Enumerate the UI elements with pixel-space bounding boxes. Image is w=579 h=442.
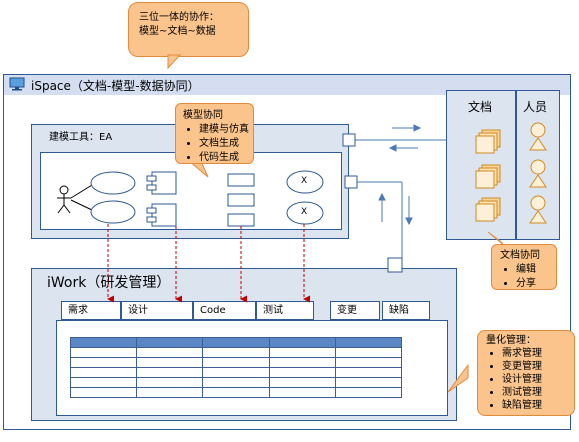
model-collab-title: 模型协同 xyxy=(183,110,223,121)
collaboration-line-1: 三位一体的协作： xyxy=(139,12,219,23)
class-box xyxy=(227,173,255,187)
model-collab-item: 文档生成 xyxy=(199,137,253,151)
x-label-top: X xyxy=(301,176,308,186)
people-header: 人员 xyxy=(523,100,548,114)
table-row xyxy=(69,387,403,398)
collaboration-line-2: 模型~文档~数据 xyxy=(139,26,216,37)
quant-mgmt-item: 设计管理 xyxy=(502,373,574,386)
model-collab-item: 代码生成 xyxy=(199,151,253,165)
tab-requirements[interactable]: 需求 xyxy=(61,301,121,320)
quant-mgmt-item: 需求管理 xyxy=(502,347,574,360)
sync-arrow-left xyxy=(388,144,418,152)
quant-mgmt-title: 量化管理： xyxy=(486,335,536,346)
state-ellipse xyxy=(286,201,324,225)
component-icon xyxy=(146,171,177,195)
callout-tail xyxy=(167,54,182,70)
connector-node xyxy=(342,133,356,147)
quant-mgmt-item: 缺陷管理 xyxy=(502,399,574,412)
class-box xyxy=(227,193,255,207)
x-label-bottom: X xyxy=(301,207,308,217)
data-table xyxy=(69,337,403,398)
actor-icon xyxy=(57,185,71,214)
connector-node xyxy=(344,175,358,189)
tab-code[interactable]: Code xyxy=(193,301,256,320)
callout-tail xyxy=(487,231,506,247)
collaboration-callout: 三位一体的协作： 模型~文档~数据 xyxy=(128,2,249,57)
doc-collab-callout: 文档协同 编辑 分享 xyxy=(491,244,557,290)
actor-link xyxy=(70,184,93,199)
quant-mgmt-item: 变更管理 xyxy=(502,360,574,373)
doc-collab-item: 编辑 xyxy=(516,263,556,277)
document-stack-icon xyxy=(475,197,501,222)
model-collab-list: 建模与仿真 文档生成 代码生成 xyxy=(183,123,253,165)
person-icon xyxy=(529,159,547,188)
table-header-row xyxy=(69,337,403,348)
tab-design[interactable]: 设计 xyxy=(121,301,193,320)
sync-arrow-right xyxy=(392,124,422,132)
monitor-icon xyxy=(9,77,25,91)
use-case-ellipse xyxy=(90,200,136,224)
quant-mgmt-list: 需求管理 变更管理 设计管理 测试管理 缺陷管理 xyxy=(486,347,574,412)
docs-header: 文档 xyxy=(468,100,493,114)
person-icon xyxy=(529,122,547,151)
ispace-title-bar xyxy=(4,75,570,95)
callout-tail xyxy=(447,363,469,393)
sync-arrow-down xyxy=(405,196,413,226)
connector-node xyxy=(387,257,403,273)
tab-defects[interactable]: 缺陷 xyxy=(382,301,430,320)
class-box xyxy=(227,213,255,227)
ispace-title: iSpace（文档-模型-数据协同） xyxy=(31,79,200,93)
doc-collab-title: 文档协同 xyxy=(500,250,540,261)
model-collab-item: 建模与仿真 xyxy=(199,123,253,137)
document-stack-icon xyxy=(475,129,501,154)
quant-mgmt-callout: 量化管理： 需求管理 变更管理 设计管理 测试管理 缺陷管理 xyxy=(477,330,575,416)
modeling-tool-title: 建模工具：EA xyxy=(49,132,113,143)
model-collab-callout: 模型协同 建模与仿真 文档生成 代码生成 xyxy=(175,103,254,164)
doc-collab-item: 分享 xyxy=(516,277,556,291)
actor-link xyxy=(70,199,93,211)
tab-change[interactable]: 变更 xyxy=(330,301,380,320)
component-icon xyxy=(146,203,177,227)
doc-collab-list: 编辑 分享 xyxy=(500,263,556,291)
sync-arrow-up xyxy=(378,192,386,222)
state-ellipse xyxy=(286,170,324,194)
tab-testing[interactable]: 测试 xyxy=(256,301,314,320)
person-icon xyxy=(529,195,547,224)
use-case-ellipse xyxy=(90,171,136,195)
quant-mgmt-item: 测试管理 xyxy=(502,386,574,399)
document-stack-icon xyxy=(475,164,501,189)
iwork-title: iWork（研发管理） xyxy=(47,275,171,291)
